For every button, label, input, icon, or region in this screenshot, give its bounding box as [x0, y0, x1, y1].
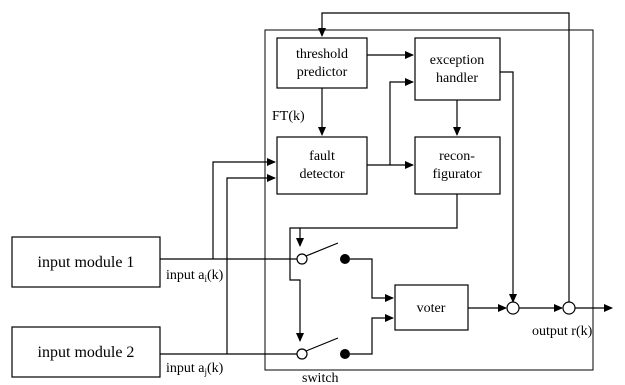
summing-node-1	[506, 301, 520, 315]
threshold-predictor-block: threshold predictor	[276, 37, 368, 89]
wire-handler-to-node1	[500, 71, 517, 303]
wire-input2-to-detector	[226, 174, 276, 354]
voter-block: voter	[394, 284, 469, 331]
exception-handler-block: exception handler	[414, 37, 501, 101]
wire-output-feedback	[318, 12, 570, 303]
wire-reconfigurator-to-switch1	[296, 194, 458, 247]
reconfigurator-line2: figurator	[433, 167, 482, 182]
output-label: output r(k)	[532, 324, 593, 339]
fault-detector-line1: fault	[309, 149, 335, 164]
switch-2	[296, 337, 350, 360]
ft-signal-label: FT(k)	[272, 109, 305, 124]
fault-detector-block: fault detector	[276, 136, 368, 195]
threshold-predictor-line1: threshold	[296, 47, 348, 62]
input-j-label: input aj(k)	[166, 361, 224, 377]
wire-switch2-to-voter	[350, 314, 394, 355]
threshold-predictor-line2: predictor	[297, 65, 348, 80]
system-boundary	[264, 29, 594, 371]
wire-switch1-to-voter	[350, 258, 394, 302]
input-module-2-block: input module 2	[11, 326, 161, 378]
reconfigurator-line1: recon-	[439, 149, 475, 164]
reconfigurator-block: recon- figurator	[414, 136, 501, 195]
exception-handler-line2: handler	[436, 71, 478, 86]
wire-reconfigurator-to-switch2	[289, 227, 304, 342]
summing-node-2	[562, 301, 576, 315]
input-module-1-label: input module 1	[38, 254, 135, 271]
voter-label: voter	[417, 301, 446, 316]
input-module-1-block: input module 1	[11, 236, 161, 288]
wire-input1-to-detector	[212, 158, 276, 259]
wire-detector-to-handler	[389, 78, 414, 165]
exception-handler-line1: exception	[430, 53, 484, 68]
switch-label: switch	[302, 371, 339, 385]
switch-1	[296, 242, 350, 265]
input-module-2-label: input module 2	[38, 344, 135, 361]
fault-detector-line2: detector	[299, 167, 344, 182]
input-i-label: input ai(k)	[166, 268, 224, 284]
